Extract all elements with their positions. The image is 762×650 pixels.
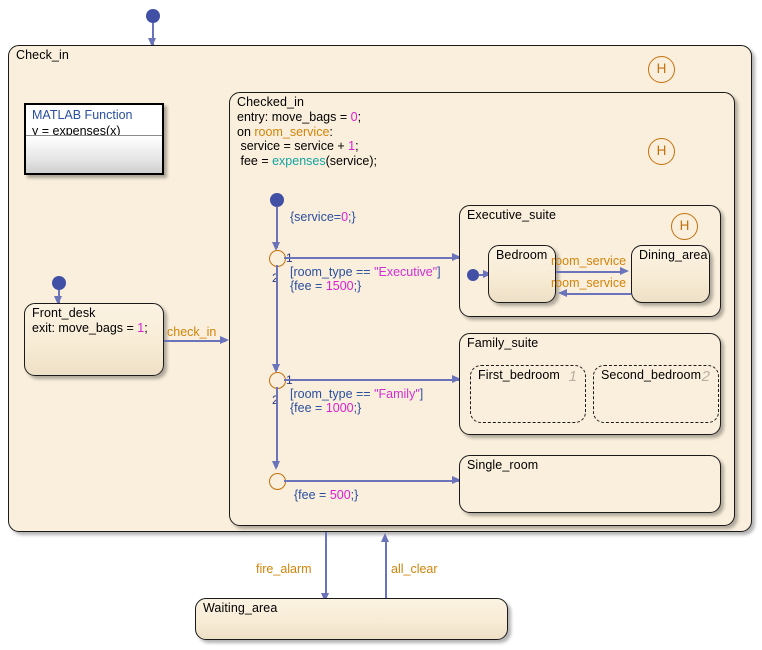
matlab-function-block[interactable]: MATLAB Function y = expenses(x) — [24, 103, 164, 175]
transition-line-family-to-single — [276, 387, 278, 467]
transition-line-fire-alarm — [325, 532, 327, 600]
transition-label-fire-alarm: fire_alarm — [256, 562, 312, 576]
history-junction-executive-suite[interactable]: H — [671, 213, 698, 240]
transition-line-single — [284, 480, 459, 482]
transition-label-executive-act: {fee = 1500;} — [290, 279, 362, 293]
arrowhead-all-clear — [381, 533, 389, 542]
state-checked-in-label: Checked_in — [237, 95, 305, 109]
state-bedroom-label: Bedroom — [496, 248, 548, 262]
transition-label-service-init: {service=0;} — [290, 210, 356, 224]
state-second-bedroom-label: Second_bedroom — [601, 368, 702, 382]
transition-line-check-in-event — [164, 340, 226, 342]
junction-order-family-2: 2 — [272, 393, 279, 408]
state-first-bedroom[interactable]: First_bedroom 1 — [470, 365, 586, 423]
state-front-desk-label: Front_desk — [32, 306, 96, 320]
transition-line-family — [284, 379, 459, 381]
state-check-in-label: Check_in — [16, 48, 69, 62]
transition-label-family-act: {fee = 1000;} — [290, 401, 362, 415]
arrowhead-check-in-default — [148, 38, 156, 47]
state-checked-in-actions: entry: move_bags = 0; on room_service: s… — [237, 110, 378, 168]
default-transition-dot-bedroom[interactable] — [467, 269, 479, 281]
matlab-function-strip — [26, 135, 162, 173]
arrowhead-single-junction — [272, 461, 280, 470]
transition-label-all-clear: all_clear — [391, 562, 438, 576]
state-single-room-label: Single_room — [467, 458, 539, 472]
state-bedroom[interactable]: Bedroom — [488, 245, 556, 303]
default-transition-line-check-in — [152, 23, 154, 45]
state-front-desk[interactable]: Front_desk exit: move_bags = 1; — [24, 303, 164, 376]
matlab-function-signature: y = expenses(x) — [32, 124, 121, 138]
default-transition-line-checked-in — [276, 207, 278, 248]
state-dining-area[interactable]: Dining_area — [631, 245, 710, 303]
state-first-bedroom-label: First_bedroom — [478, 368, 560, 382]
arrowhead-executive — [452, 253, 461, 261]
state-waiting-area[interactable]: Waiting_area — [195, 598, 508, 640]
state-dining-area-label: Dining_area — [639, 248, 708, 262]
arrowhead-bedroom-default — [483, 270, 492, 278]
default-transition-dot-front-desk[interactable] — [52, 276, 66, 290]
state-executive-suite-label: Executive_suite — [467, 208, 557, 222]
state-second-bedroom[interactable]: Second_bedroom 2 — [593, 365, 719, 423]
transition-label-family-cond: [room_type == "Family"] — [290, 387, 424, 401]
default-transition-dot-checked-in[interactable] — [270, 193, 284, 207]
state-single-room[interactable]: Single_room — [459, 455, 721, 513]
arrowhead-bedroom-to-dining — [620, 267, 629, 275]
arrowhead-family — [452, 375, 461, 383]
transition-line-all-clear — [385, 540, 387, 600]
state-waiting-area-label: Waiting_area — [203, 601, 278, 615]
state-family-suite-label: Family_suite — [467, 336, 539, 350]
matlab-function-title: MATLAB Function — [32, 108, 133, 122]
transition-line-exec-to-family — [276, 265, 278, 370]
arrowhead-dining-to-bedroom — [558, 289, 567, 297]
arrowhead-front-desk-default — [54, 296, 62, 305]
transition-label-room-service-to-bedroom: room_service — [551, 276, 627, 290]
arrowhead-check-in-event — [220, 336, 229, 344]
transition-line-dining-to-bedroom — [564, 293, 631, 295]
transition-line-bedroom-to-dining — [556, 271, 624, 273]
transition-line-executive — [284, 257, 459, 259]
transition-label-check-in: check_in — [167, 325, 217, 339]
transition-label-room-service-to-dining: room_service — [551, 254, 627, 268]
parallel-order-first-bedroom: 1 — [568, 368, 577, 385]
default-transition-dot-check-in[interactable] — [146, 9, 160, 23]
transition-label-single-act: {fee = 500;} — [294, 488, 359, 502]
history-junction-check-in[interactable]: H — [648, 56, 675, 83]
arrowhead-checked-in-default — [272, 242, 280, 251]
arrowhead-single — [452, 476, 461, 484]
state-front-desk-action: exit: move_bags = 1; — [32, 321, 148, 335]
parallel-order-second-bedroom: 2 — [701, 368, 710, 385]
history-junction-checked-in[interactable]: H — [648, 138, 675, 165]
arrowhead-family-junction — [272, 364, 280, 373]
transition-label-executive-cond: [room_type == "Executive"] — [290, 265, 441, 279]
junction-order-exec-2: 2 — [272, 271, 279, 286]
arrowhead-fire-alarm — [321, 593, 329, 602]
